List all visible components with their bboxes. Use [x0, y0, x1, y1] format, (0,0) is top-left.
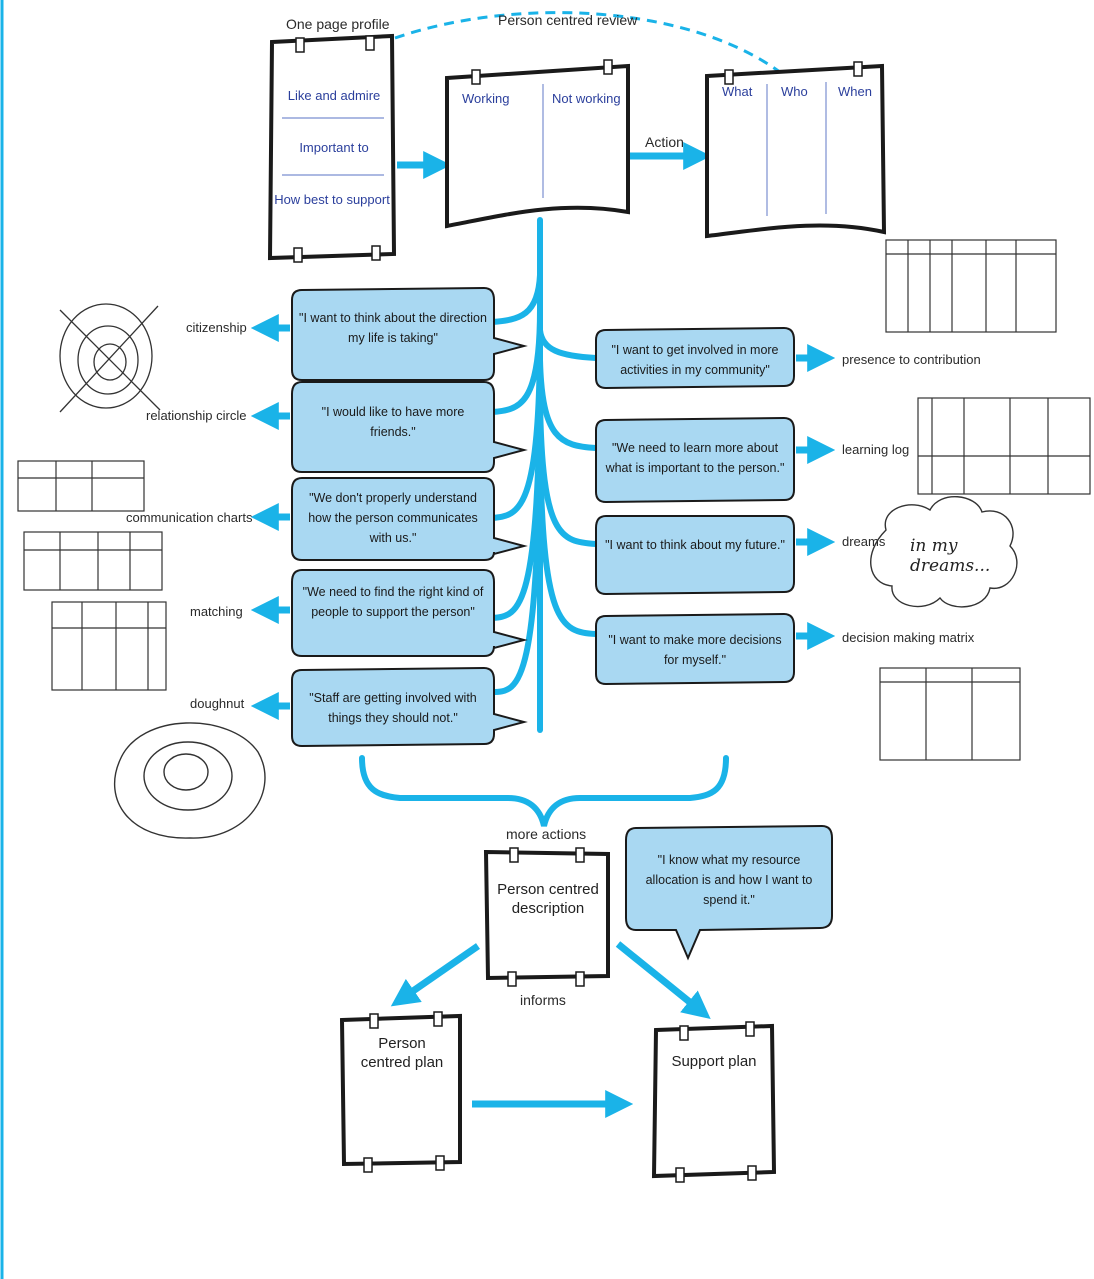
right-bubble-text: "I want to think about my future." — [605, 538, 785, 552]
decision-matrix-sketch — [879, 667, 1021, 761]
right-bubble-text: "I want to make more decisions for mysel… — [608, 633, 782, 667]
learning-log-sketch — [917, 397, 1091, 495]
person-centred-review-label: Person centred review — [498, 12, 638, 28]
right-bubble-text: "I want to get involved in more activiti… — [611, 343, 779, 377]
tool-label-doughnut: doughnut — [190, 696, 245, 711]
tool-label-citizenship: citizenship — [186, 320, 247, 335]
one-page-profile-paper — [267, 33, 397, 263]
resource-quote-bubble — [625, 824, 833, 961]
tool-label-dreams: dreams — [842, 534, 886, 549]
dreams-cloud-text: in my dreams... — [910, 536, 991, 576]
support-text: Support plan — [671, 1053, 757, 1070]
right-speech-bubbles — [595, 326, 795, 686]
one-page-profile-label: One page profile — [286, 16, 390, 32]
left-tool-arrows — [250, 314, 290, 720]
left-bubble-text: "We don't properly understand how the pe… — [308, 491, 478, 545]
relationship-chart-sketch — [17, 460, 145, 512]
left-bubble-text: "I would like to have more friends." — [321, 405, 465, 439]
profile-section-support: How best to support — [274, 192, 390, 207]
action-plan-paper — [705, 61, 887, 239]
tool-label-matching: matching — [190, 604, 243, 619]
tool-label-presence: presence to contribution — [842, 352, 981, 367]
plan-text: Person centred plan — [360, 1035, 444, 1071]
person-centred-review-paper — [445, 59, 630, 229]
person-centred-plan-paper — [339, 1011, 462, 1173]
doughnut-sketch — [114, 722, 266, 839]
arrow-to-support — [615, 941, 711, 1020]
left-speech-bubbles — [291, 286, 528, 748]
action-col-who: Who — [781, 84, 808, 99]
action-label: Action — [645, 134, 684, 150]
review-col-working: Working — [462, 91, 510, 106]
central-trunk — [489, 217, 599, 733]
right-tool-arrows — [796, 344, 836, 650]
merge-brace — [359, 755, 729, 827]
support-plan-paper — [651, 1021, 777, 1183]
tool-label-communication-charts: communication charts — [126, 510, 253, 525]
left-bubble-text: "Staff are getting involved with things … — [309, 691, 477, 725]
right-bubble-text: "We need to learn more about what is imp… — [605, 441, 785, 475]
resource-quote-text: "I know what my resource allocation is a… — [645, 853, 813, 907]
more-actions-label: more actions — [506, 826, 587, 842]
left-bubble-text: "We need to find the right kind of peopl… — [302, 585, 484, 619]
informs-label: informs — [520, 992, 566, 1008]
arrow-to-plan — [390, 943, 480, 1007]
tool-label-learning-log: learning log — [842, 442, 910, 457]
action-col-when: When — [838, 84, 872, 99]
tool-label-relationship-circle: relationship circle — [146, 408, 247, 423]
dreams-cloud-sketch — [870, 495, 1018, 608]
profile-section-like: Like and admire — [287, 88, 381, 103]
matching-chart-sketch — [51, 601, 167, 691]
description-text: Person centred description — [497, 881, 599, 917]
citizenship-sketch — [59, 303, 161, 413]
person-centred-description-paper — [483, 847, 610, 987]
profile-section-important: Important to — [299, 140, 369, 155]
presence-chart-sketch — [885, 239, 1057, 333]
tool-label-decision-making: decision making matrix — [842, 630, 975, 645]
action-col-what: What — [722, 84, 753, 99]
communication-chart-sketch — [23, 531, 163, 591]
left-bubble-text: "I want to think about the direction my … — [299, 311, 487, 345]
review-col-not-working: Not working — [552, 91, 621, 106]
dashed-link-arc — [394, 11, 791, 82]
